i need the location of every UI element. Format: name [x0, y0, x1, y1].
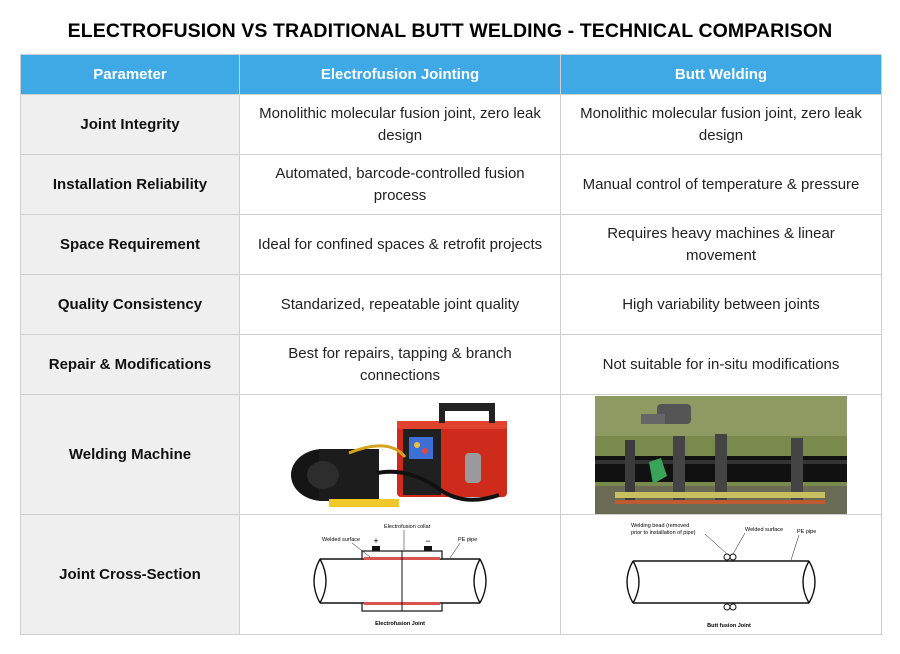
ef-cell: Best for repairs, tapping & branch conne… [239, 334, 561, 395]
welded-surface-label: Welded surface [322, 537, 360, 543]
bw-cell: High variability between joints [560, 274, 882, 335]
bw-caption: Butt fusion Joint [707, 623, 751, 629]
minus-terminal: − [425, 536, 430, 546]
pe-pipe-label: PE pipe [797, 529, 816, 535]
table-row: Quality Consistency Standarized, repeata… [20, 274, 882, 335]
ef-cross-section: + − Electrofusion collar Welded surface … [239, 514, 561, 635]
header-parameter: Parameter [20, 54, 240, 95]
bw-cell: Not suitable for in-situ modifications [560, 334, 882, 395]
header-electrofusion: Electrofusion Jointing [239, 54, 561, 95]
bead-label: Welding bead (removed [631, 523, 689, 529]
ef-cell: Standarized, repeatable joint quality [239, 274, 561, 335]
bead-label-2: prior to installation of pipe) [631, 530, 696, 536]
plus-terminal: + [373, 536, 378, 546]
ef-machine-photo [239, 394, 561, 515]
table-row: Space Requirement Ideal for confined spa… [20, 214, 882, 275]
param-cell: Joint Cross-Section [20, 514, 240, 635]
electrofusion-joint-diagram: + − Electrofusion collar Welded surface … [300, 516, 500, 633]
welded-surface-label: Welded surface [745, 527, 783, 533]
ef-cell: Monolithic molecular fusion joint, zero … [239, 94, 561, 155]
param-cell: Repair & Modifications [20, 334, 240, 395]
bw-cross-section: Welding bead (removed prior to installat… [560, 514, 882, 635]
param-cell: Installation Reliability [20, 154, 240, 215]
pe-pipe-label: PE pipe [458, 537, 477, 543]
page-title: ELECTROFUSION VS TRADITIONAL BUTT WELDIN… [67, 20, 833, 42]
header-butt-welding: Butt Welding [560, 54, 882, 95]
ef-cell: Automated, barcode-controlled fusion pro… [239, 154, 561, 215]
bw-machine-photo [560, 394, 882, 515]
table-row: Installation Reliability Automated, barc… [20, 154, 882, 215]
table-row: Joint Integrity Monolithic molecular fus… [20, 94, 882, 155]
bw-cell: Manual control of temperature & pressure [560, 154, 882, 215]
header-row: Parameter Electrofusion Jointing Butt We… [20, 54, 882, 95]
bw-cell: Requires heavy machines & linear movemen… [560, 214, 882, 275]
comparison-table: Parameter Electrofusion Jointing Butt We… [20, 54, 882, 635]
electrofusion-machine-image [289, 396, 511, 513]
param-cell: Welding Machine [20, 394, 240, 515]
param-cell: Space Requirement [20, 214, 240, 275]
param-cell: Joint Integrity [20, 94, 240, 155]
param-cell: Quality Consistency [20, 274, 240, 335]
ef-cell: Ideal for confined spaces & retrofit pro… [239, 214, 561, 275]
table-row: Repair & Modifications Best for repairs,… [20, 334, 882, 395]
collar-label: Electrofusion collar [384, 524, 431, 530]
table-row-machine: Welding Machine [20, 394, 882, 515]
butt-fusion-joint-diagram: Welding bead (removed prior to installat… [611, 516, 831, 633]
table-row-cross-section: Joint Cross-Section [20, 514, 882, 635]
butt-welding-machine-image [595, 395, 847, 514]
bw-cell: Monolithic molecular fusion joint, zero … [560, 94, 882, 155]
ef-caption: Electrofusion Joint [375, 621, 425, 627]
